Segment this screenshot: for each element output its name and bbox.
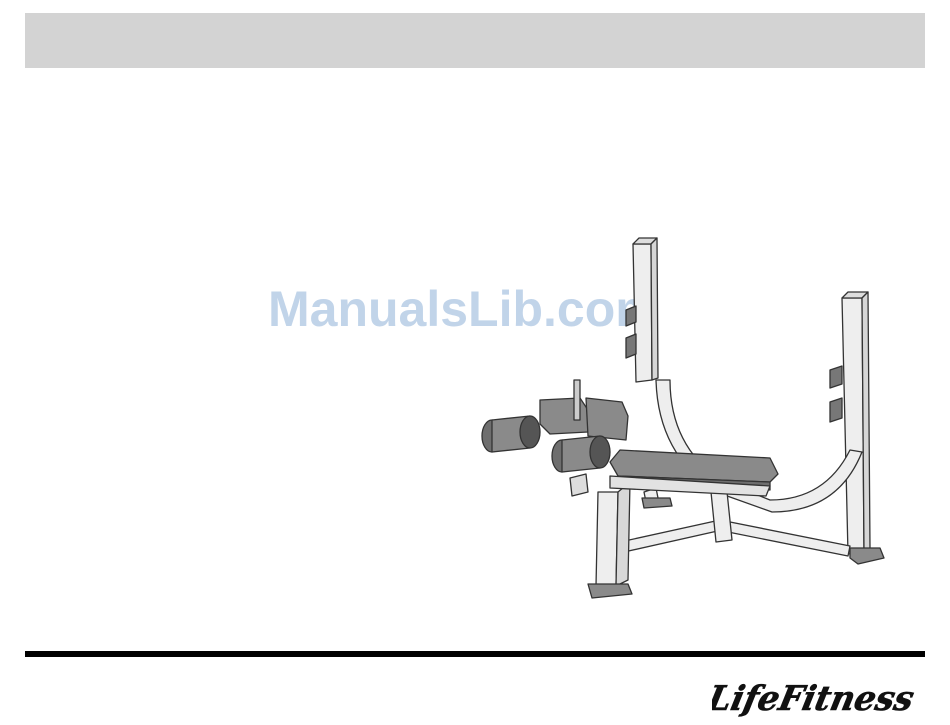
brand-logo: LifeFitness: [712, 672, 927, 720]
svg-text:LifeFitness: LifeFitness: [712, 679, 917, 719]
bench-illustration: [470, 230, 900, 610]
lifefitness-logo: LifeFitness: [712, 672, 927, 720]
header-bar: [25, 13, 925, 68]
bench-drawing: [470, 230, 900, 610]
footer-rule: [25, 651, 925, 657]
